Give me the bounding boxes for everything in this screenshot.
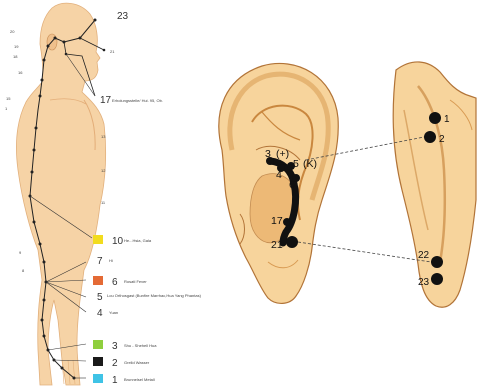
ear-back-label-2: 2: [439, 134, 445, 145]
legend-item-10: 10 He...Hsia, Gala: [93, 235, 152, 247]
label-17: 17: [100, 95, 112, 106]
legend-swatch-orange: [93, 276, 103, 285]
ear-back-label-1: 1: [444, 114, 450, 125]
ear-front-label-plus: (+): [276, 148, 289, 160]
ear-front-point-21: [286, 236, 298, 248]
ear-front-label-4: 4: [276, 169, 282, 181]
legend-swatch-black: [93, 357, 103, 366]
ear-back-point-23: [431, 273, 443, 285]
legend-item-2: 2 Grelld Wasser: [93, 357, 150, 369]
ear-front-label-6: 6: [289, 179, 295, 191]
svg-text:Hi: Hi: [109, 258, 113, 263]
svg-text:Lou Orthosgast (Bunfire Marrha: Lou Orthosgast (Bunfire Marrhac,Hua Yang…: [107, 293, 202, 298]
label-11: 11: [101, 200, 106, 205]
ear-front-label-17: 17: [271, 215, 283, 227]
legend-swatch-green: [93, 340, 103, 349]
svg-text:5: 5: [97, 292, 103, 303]
label-20: 20: [10, 29, 15, 34]
svg-text:Brunnelsel Metall: Brunnelsel Metall: [124, 377, 155, 382]
label-13: 13: [101, 134, 106, 139]
svg-text:3: 3: [112, 341, 118, 352]
ear-front-label-5: 5: [293, 158, 299, 170]
ear-front-point-17: [283, 218, 291, 226]
legend-item-1: 1 Brunnelsel Metall: [93, 374, 155, 386]
label-1: 1: [5, 106, 8, 111]
ear-front: 3 (+) 5 (K) 4 6 17 21: [219, 63, 338, 303]
label-23: 23: [117, 11, 129, 22]
svg-text:Yuan: Yuan: [109, 310, 118, 315]
ear-back-point-2: [424, 131, 436, 143]
svg-text:Shu - Shehell Hua: Shu - Shehell Hua: [124, 343, 157, 348]
legend-item-7: 7 Hi: [97, 256, 113, 267]
legend-item-3: 3 Shu - Shehell Hua: [93, 340, 157, 352]
ear-back-point-22: [431, 256, 443, 268]
ear-back-label-22: 22: [418, 250, 430, 261]
label-8: 8: [22, 268, 25, 273]
label-21: 21: [110, 49, 115, 54]
element-legend: 10 He...Hsia, Gala 7 Hi 6 Rosatl Fever 5…: [93, 235, 202, 386]
label-12: 12: [101, 168, 106, 173]
legend-item-4: 4 Yuan: [97, 308, 118, 319]
ear-back-outline: [393, 62, 476, 307]
legend-item-6: 6 Rosatl Fever: [93, 276, 147, 288]
legend-item-5: 5 Lou Orthosgast (Bunfire Marrhac,Hua Ya…: [97, 292, 202, 303]
legend-swatch-yellow: [93, 235, 103, 244]
body-figure: 23 20 21 19 18 16 15 17 Erholungsstelle/…: [5, 3, 163, 385]
svg-text:1: 1: [112, 375, 118, 386]
label-15: 15: [6, 96, 11, 101]
ear-back: 1 2 22 23: [393, 62, 476, 307]
label-16: 16: [18, 70, 23, 75]
ear-front-label-k: (K): [303, 158, 317, 170]
ear-front-label-3: 3: [265, 148, 271, 160]
ear-front-label-21: 21: [271, 239, 283, 251]
ear-back-label-23: 23: [418, 277, 430, 288]
svg-text:Grelld Wasser: Grelld Wasser: [124, 360, 150, 365]
svg-text:He...Hsia, Gala: He...Hsia, Gala: [124, 238, 152, 243]
ear-back-point-1: [429, 112, 441, 124]
label-9: 9: [19, 250, 22, 255]
svg-text:7: 7: [97, 256, 103, 267]
svg-text:4: 4: [97, 308, 103, 319]
svg-text:10: 10: [112, 236, 124, 247]
legend-swatch-cyan: [93, 374, 103, 383]
label-19: 19: [14, 44, 19, 49]
svg-text:6: 6: [112, 277, 118, 288]
label-18: 18: [13, 54, 18, 59]
label-17-caption: Erholungsstelle/ Hui. 95, Ob.: [112, 98, 163, 103]
svg-text:Rosatl Fever: Rosatl Fever: [124, 279, 147, 284]
svg-text:2: 2: [112, 358, 118, 369]
connector-21-22: [298, 242, 431, 262]
